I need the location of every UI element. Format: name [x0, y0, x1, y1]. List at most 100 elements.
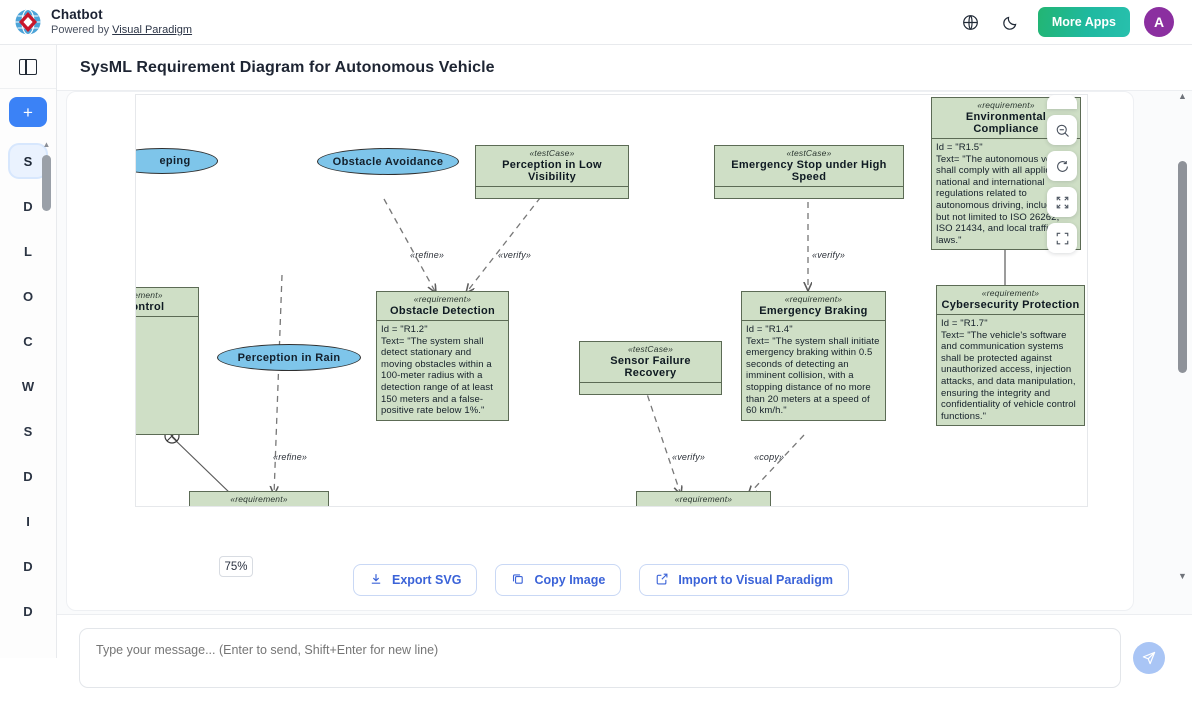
- tc-stereotype: «testCase»: [529, 148, 575, 158]
- req-name: Sensor Fusion Accuracy: [194, 505, 324, 506]
- page-scroll-up-icon[interactable]: ▲: [1178, 91, 1187, 101]
- edge-lbl-verify-failsafe: «verify»: [672, 452, 706, 462]
- new-chat-button[interactable]: +: [9, 97, 47, 127]
- page-scroll-thumb[interactable]: [1178, 161, 1187, 373]
- rail-item-1[interactable]: D: [23, 198, 33, 214]
- download-icon: [369, 572, 383, 589]
- fullscreen-icon[interactable]: [1047, 223, 1077, 253]
- req-head: «requirement» Obstacle Detection: [377, 292, 508, 321]
- req-name: ise Control: [136, 301, 165, 313]
- req-fail-safe-operation[interactable]: «requirement» Fail-Safe Operation: [636, 491, 771, 506]
- tc-sensor-failure-recovery[interactable]: «testCase» Sensor Failure Recovery: [579, 341, 722, 395]
- tc-perception-low-visibility[interactable]: «testCase» Perception in Low Visibility: [475, 145, 629, 199]
- import-to-visual-paradigm-button[interactable]: Import to Visual Paradigm: [639, 564, 849, 596]
- page-scrollbar[interactable]: ▲ ▼: [1175, 91, 1190, 581]
- req-obstacle-detection[interactable]: «requirement» Obstacle Detection Id = "R…: [376, 291, 509, 421]
- req-stereotype: «requirement»: [784, 294, 843, 304]
- tc-name: Perception in Low Visibility: [502, 159, 602, 183]
- edge-lbl-verify-braking: «verify»: [812, 250, 846, 260]
- zoom-level-badge: 75%: [219, 556, 253, 577]
- req-head: «requirement» Emergency Braking: [742, 292, 885, 321]
- req-stereotype: «requirement»: [674, 494, 733, 504]
- rail-item-10[interactable]: D: [23, 603, 33, 619]
- panel-toggle-icon[interactable]: [19, 58, 37, 75]
- req-head: «requirement» ise Control: [136, 288, 198, 317]
- rail-new-chat: +: [0, 89, 56, 135]
- req-stereotype: «requirement»: [977, 100, 1035, 110]
- diagram-canvas[interactable]: eping Obstacle Avoidance Perception in R…: [136, 95, 1087, 506]
- req-head: «requirement» Sensor Fusion Accuracy: [190, 492, 328, 506]
- fit-screen-icon[interactable]: [1047, 187, 1077, 217]
- zoom-out-icon[interactable]: [1047, 115, 1077, 145]
- uc-perception-in-rain[interactable]: Perception in Rain: [217, 344, 361, 371]
- export-svg-button[interactable]: Export SVG: [353, 564, 478, 596]
- export-svg-label: Export SVG: [392, 573, 462, 587]
- rail-item-9[interactable]: D: [23, 558, 33, 574]
- req-name: Emergency Braking: [759, 305, 868, 317]
- req-emergency-braking[interactable]: «requirement» Emergency Braking Id = "R1…: [741, 291, 886, 421]
- req-stereotype: «requirement»: [413, 294, 472, 304]
- uc-obstacle-avoidance-label: Obstacle Avoidance: [332, 155, 444, 168]
- rail-scrollbar[interactable]: ▲ ▼: [42, 141, 51, 431]
- tc-body: [476, 187, 628, 198]
- edge-lbl-refine-obstacle: «refine»: [410, 250, 445, 260]
- req-name: Environmental Compliance: [965, 111, 1047, 135]
- page-scroll-down-icon[interactable]: ▼: [1178, 571, 1187, 581]
- more-apps-button[interactable]: More Apps: [1037, 7, 1130, 37]
- powered-by: Powered by Visual Paradigm: [51, 24, 192, 37]
- avatar[interactable]: A: [1144, 7, 1174, 37]
- rail-item-6[interactable]: S: [23, 423, 33, 439]
- uc-obstacle-avoidance[interactable]: Obstacle Avoidance: [317, 148, 459, 175]
- send-button[interactable]: [1133, 642, 1165, 674]
- req-sensor-fusion-accuracy[interactable]: «requirement» Sensor Fusion Accuracy: [189, 491, 329, 506]
- import-label: Import to Visual Paradigm: [678, 573, 833, 587]
- rail-conversation-list[interactable]: S D L O C W S D I D D ▲ ▼: [0, 135, 56, 655]
- edge-lbl-refine-rain: «refine»: [273, 452, 308, 462]
- req-adaptive-cruise-control[interactable]: «requirement» ise Control iicle shall e …: [136, 287, 199, 435]
- rail-item-0[interactable]: S: [10, 145, 46, 177]
- tc-stereotype: «testCase»: [628, 344, 673, 354]
- scroll-up-icon[interactable]: ▲: [42, 140, 51, 149]
- diagram-toolbar: [1047, 95, 1077, 253]
- tc-name: Sensor Failure Recovery: [610, 355, 691, 379]
- tc-stereotype: «testCase»: [786, 148, 832, 158]
- zoom-in-icon[interactable]: [1047, 95, 1077, 109]
- uc-lane-keeping-label: eping: [159, 155, 191, 167]
- globe-icon[interactable]: [958, 9, 984, 35]
- rail-scroll-thumb[interactable]: [42, 155, 51, 211]
- req-head: «requirement» Cybersecurity Protection: [937, 286, 1084, 315]
- req-name: Fail-Safe Operation: [641, 505, 766, 506]
- req-body: Id = "R1.4" Text= "The system shall init…: [746, 324, 880, 417]
- message-input[interactable]: [79, 628, 1121, 688]
- top-bar: Chatbot Powered by Visual Paradigm More …: [0, 0, 1192, 45]
- main-area: SysML Requirement Diagram for Autonomous…: [57, 45, 1192, 703]
- rail-item-4[interactable]: C: [23, 333, 33, 349]
- req-name: Cybersecurity Protection: [941, 299, 1080, 311]
- page-title: SysML Requirement Diagram for Autonomous…: [57, 45, 1192, 91]
- tc-body: [580, 383, 721, 394]
- reset-view-icon[interactable]: [1047, 151, 1077, 181]
- tc-emergency-stop-high-speed[interactable]: «testCase» Emergency Stop under High Spe…: [714, 145, 904, 199]
- moon-icon[interactable]: [998, 9, 1024, 35]
- tc-head: «testCase» Sensor Failure Recovery: [580, 342, 721, 383]
- brand: Chatbot Powered by Visual Paradigm: [14, 7, 192, 36]
- app-title: Chatbot: [51, 7, 103, 23]
- req-stereotype: «requirement»: [136, 290, 163, 300]
- copy-image-button[interactable]: Copy Image: [495, 564, 622, 596]
- rail-item-2[interactable]: L: [24, 243, 32, 259]
- req-cybersecurity-protection[interactable]: «requirement» Cybersecurity Protection I…: [936, 285, 1085, 427]
- req-head: «requirement» Fail-Safe Operation: [637, 492, 770, 506]
- visual-paradigm-link[interactable]: Visual Paradigm: [112, 23, 193, 36]
- edge-lbl-verify-obstacle: «verify»: [498, 250, 532, 260]
- message-composer: [57, 614, 1192, 703]
- rail-item-3[interactable]: O: [22, 288, 34, 304]
- rail-item-8[interactable]: I: [26, 513, 30, 529]
- rail-item-7[interactable]: D: [23, 468, 33, 484]
- req-stereotype: «requirement»: [230, 494, 288, 504]
- edge-lbl-copy-failsafe: «copy»: [754, 452, 785, 462]
- diagram-viewport[interactable]: eping Obstacle Avoidance Perception in R…: [135, 94, 1088, 507]
- rail-top: [0, 45, 56, 89]
- left-rail: + S D L O C W S D I D D ▲ ▼: [0, 45, 57, 658]
- req-name: Obstacle Detection: [389, 305, 496, 317]
- rail-item-5[interactable]: W: [21, 378, 35, 394]
